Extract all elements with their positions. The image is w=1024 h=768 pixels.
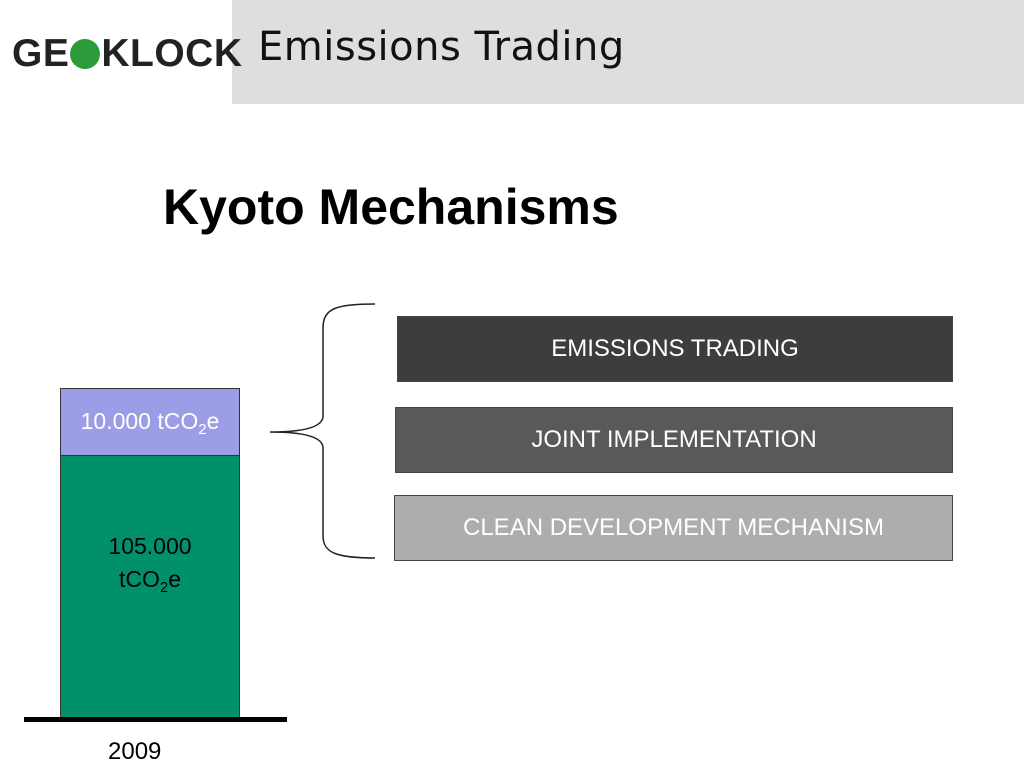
- stack-bottom-label: 105.000 tCO2e: [108, 533, 192, 596]
- logo-dot-icon: [70, 39, 101, 69]
- curly-brace-connector: [269, 303, 376, 559]
- logo-text-left: GE: [12, 32, 70, 75]
- stack-top-label: 10.000 tCO2e: [80, 408, 220, 438]
- slide-title: Kyoto Mechanisms: [163, 179, 619, 235]
- logo-text-right: KLOCK: [101, 32, 243, 75]
- geoklock-logo: GE KLOCK: [12, 32, 243, 76]
- stack-segment-bottom: 105.000 tCO2e: [60, 456, 240, 718]
- mechanism-clean-development: CLEAN DEVELOPMENT MECHANISM: [394, 495, 953, 561]
- stack-segment-top: 10.000 tCO2e: [60, 388, 240, 456]
- header-title: Emissions Trading: [258, 24, 625, 70]
- baseline-axis: [24, 717, 287, 722]
- header-bar: [232, 0, 1024, 104]
- mechanism-emissions-trading: EMISSIONS TRADING: [397, 316, 953, 382]
- year-label: 2009: [108, 738, 162, 765]
- mechanism-joint-implementation: JOINT IMPLEMENTATION: [395, 407, 953, 473]
